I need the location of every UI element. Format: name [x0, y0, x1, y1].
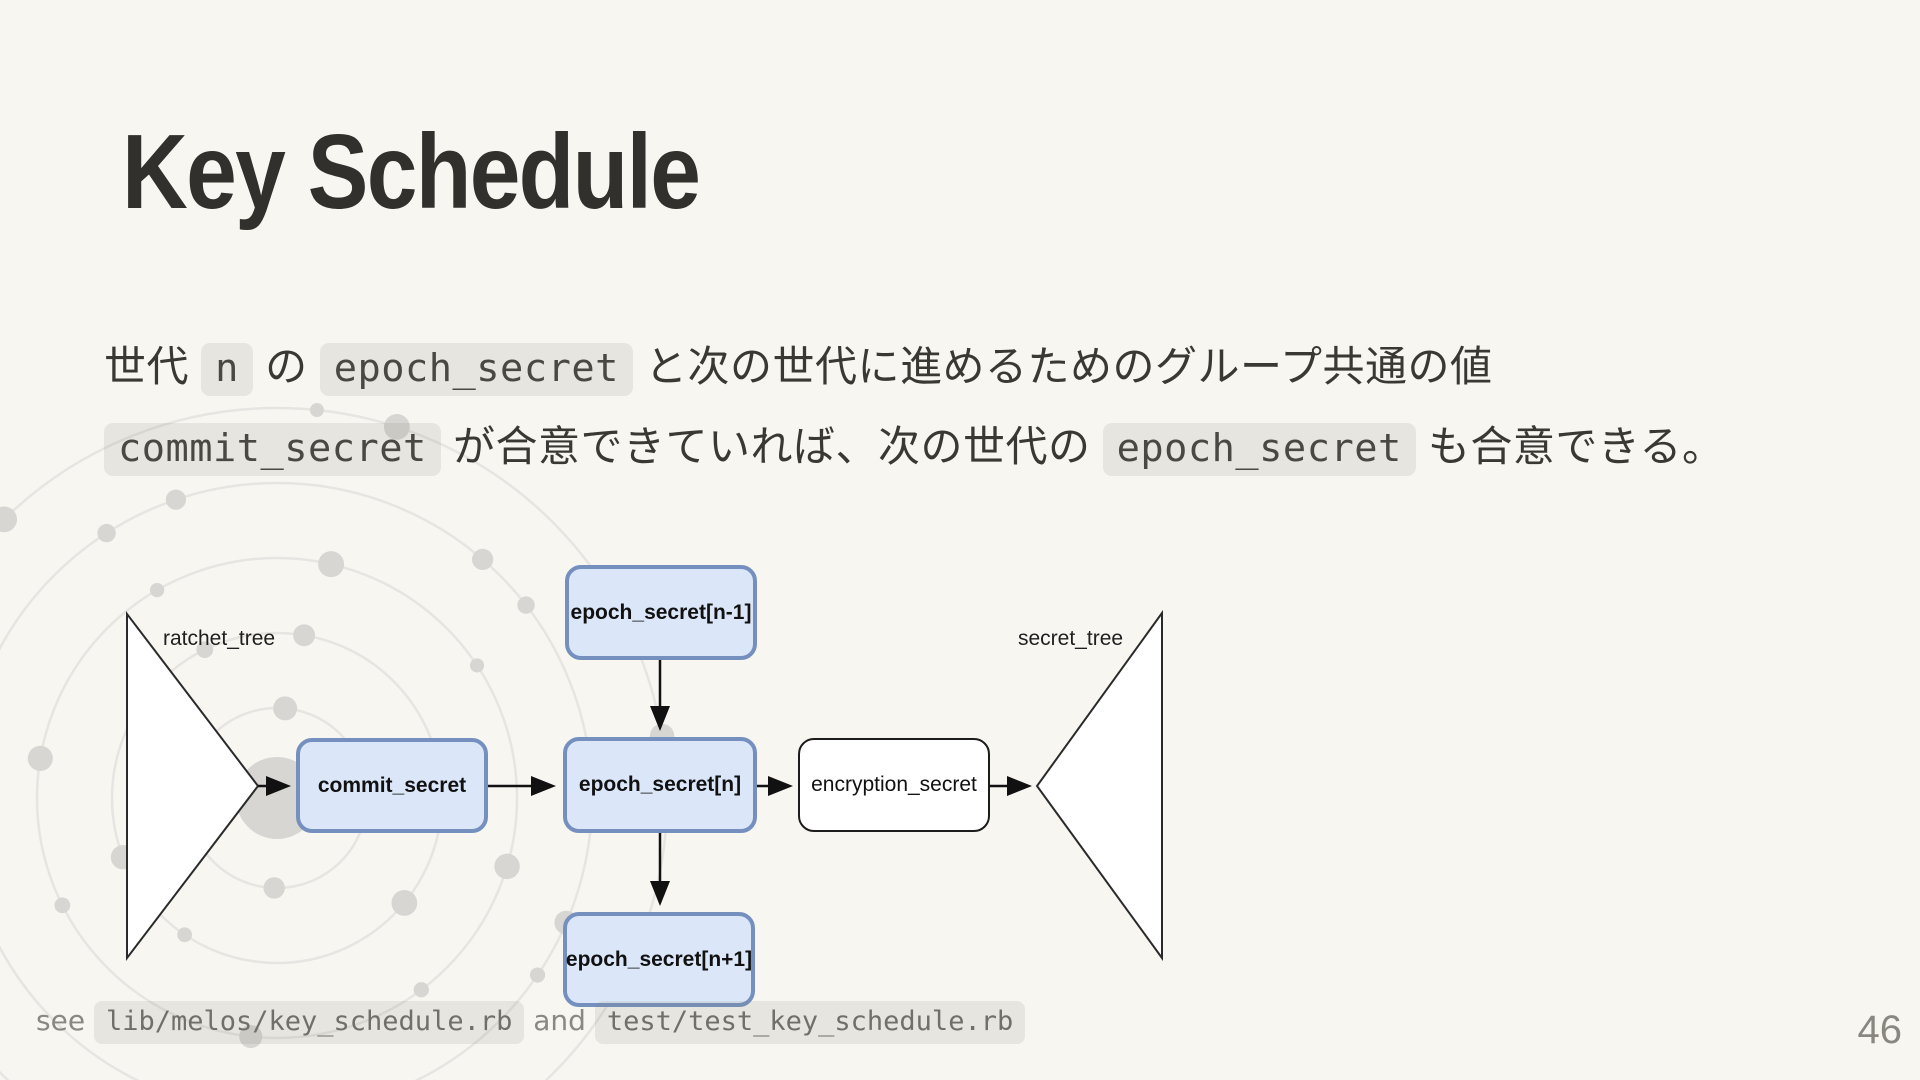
pattern-dot: [97, 523, 116, 543]
pattern-dot: [110, 845, 136, 870]
pattern-dot: [178, 794, 196, 813]
slide-title: Key Schedule: [122, 113, 701, 231]
page-number: 46: [1857, 1008, 1903, 1052]
node-label: encryption_secret: [811, 773, 977, 796]
pattern-dot: [391, 890, 418, 916]
node-epoch-secret-next: epoch_secret[n+1]: [563, 912, 755, 1007]
inline-code: n: [201, 343, 253, 396]
pattern-dot: [273, 696, 298, 721]
pattern-dot: [0, 506, 18, 533]
pattern-dot: [470, 658, 485, 673]
pattern-dot: [27, 745, 53, 771]
inline-code: epoch_secret: [1102, 423, 1416, 476]
node-label: epoch_secret[n+1]: [565, 947, 753, 971]
body-paragraph: 世代 n の epoch_secret と次の世代に進めるためのグループ共通の値…: [104, 328, 1834, 488]
inline-code: commit_secret: [104, 423, 441, 476]
ratchet-tree-shape: [126, 611, 260, 961]
pattern-dot: [293, 624, 316, 647]
pattern-dot: [263, 877, 285, 899]
footer-note: see lib/melos/key_schedule.rb and test/t…: [36, 1001, 1026, 1044]
secret-tree-label: secret_tree: [1018, 627, 1124, 650]
node-label: epoch_secret[n-1]: [570, 600, 752, 624]
text-segment: の: [252, 343, 320, 390]
text-segment: が合意できていれば、次の世代の: [440, 423, 1103, 470]
pattern-dot: [517, 596, 535, 614]
pattern-dot: [177, 927, 193, 943]
text-segment: see: [36, 1004, 94, 1037]
text-segment: も合意できる。: [1415, 423, 1725, 470]
node-commit-secret: commit_secret: [296, 738, 488, 833]
secret-tree-shape: [1035, 609, 1163, 962]
pattern-dot: [149, 582, 165, 598]
pattern-dot: [413, 982, 429, 998]
inline-code: test/test_key_schedule.rb: [594, 1001, 1026, 1044]
pattern-dot: [165, 489, 187, 510]
inline-code: epoch_secret: [319, 343, 633, 396]
ratchet-tree-label: ratchet_tree: [163, 627, 276, 650]
pattern-dot: [529, 967, 546, 983]
node-label: commit_secret: [317, 773, 467, 797]
node-epoch-secret-n: epoch_secret[n]: [563, 737, 757, 833]
pattern-dot: [54, 897, 71, 914]
pattern-dot: [472, 548, 494, 571]
node-label: epoch_secret[n]: [578, 773, 742, 796]
node-encryption-secret: encryption_secret: [798, 738, 990, 832]
node-epoch-secret-prev: epoch_secret[n-1]: [565, 565, 757, 660]
text-segment: と次の世代に進めるためのグループ共通の値: [632, 343, 1493, 390]
pattern-dot: [494, 853, 520, 880]
text-segment: 世代: [104, 343, 202, 390]
inline-code: lib/melos/key_schedule.rb: [93, 1001, 525, 1044]
text-segment: and: [524, 1004, 595, 1037]
pattern-dot: [318, 551, 345, 578]
